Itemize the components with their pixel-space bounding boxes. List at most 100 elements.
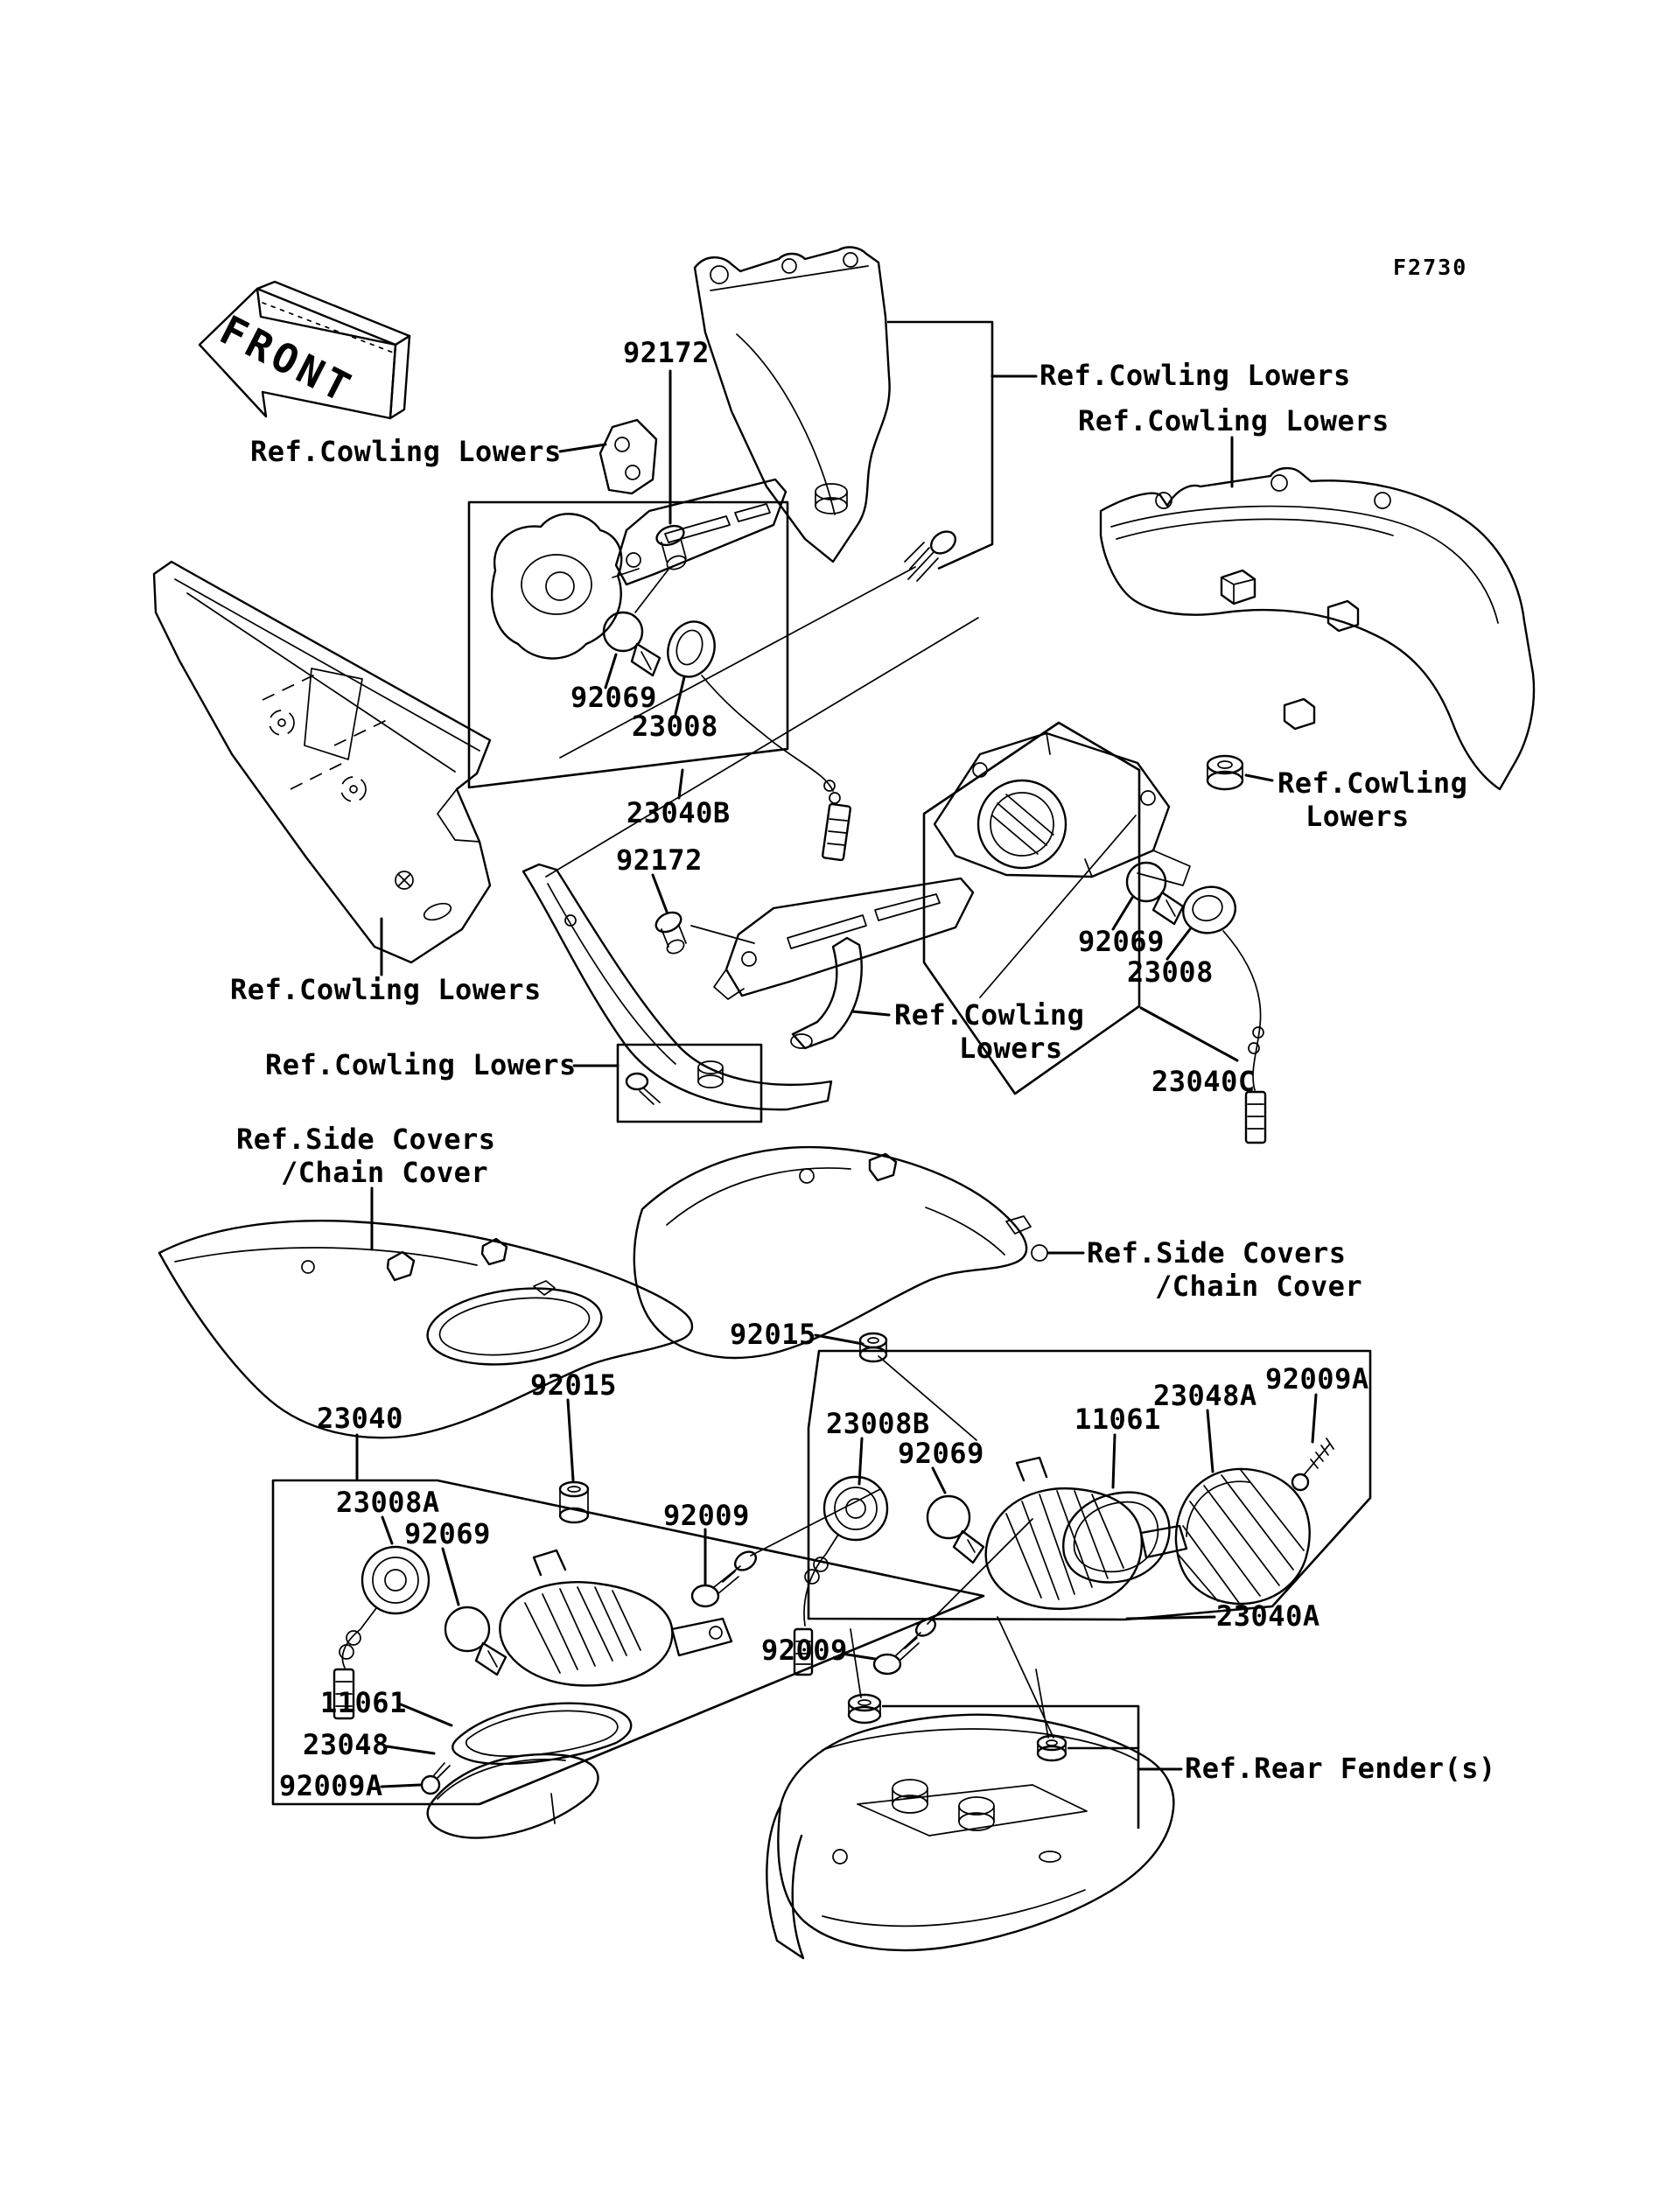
leader-23008-front-right [1167, 929, 1190, 959]
label-92069-rear-left: 92069 [404, 1517, 491, 1550]
label-ref-rear-fender: Ref.Rear Fender(s) [1185, 1752, 1496, 1785]
grommet-92015-right [860, 1333, 886, 1361]
cowling-panel-right [1101, 468, 1534, 789]
gasket-11061-right [1063, 1493, 1169, 1583]
screw-92009A-left [422, 1763, 450, 1794]
label-ref-cowling-center-line2: Lowers [959, 1032, 1063, 1065]
leader-23048 [387, 1746, 434, 1753]
grommet-rear-fender-2 [1038, 1736, 1066, 1760]
turn-signal-rear-right-housing [986, 1458, 1186, 1609]
socket-23008-front-right [1178, 881, 1265, 1143]
leader-ref-cowling-right [1246, 775, 1272, 780]
label-23008-front-left: 23008 [632, 710, 718, 743]
label-23040A: 23040A [1216, 1599, 1320, 1633]
leader-23008-front-left [676, 677, 684, 714]
label-ref-cowling-lowers-left-1: Ref.Cowling Lowers [230, 973, 542, 1006]
lens-23048A [1176, 1469, 1310, 1604]
mounting-stay-center [714, 878, 973, 999]
label-92015-center: 92015 [530, 1368, 617, 1402]
label-23040C: 23040C [1152, 1065, 1256, 1098]
leader-92069-rear-right [933, 1468, 945, 1493]
screw-92172-mid [653, 909, 686, 956]
leader-92069-rear-left [443, 1549, 458, 1605]
turn-signal-front-left-housing [492, 514, 639, 658]
leader-92069-front-right [1113, 898, 1132, 929]
cowling-panel-top-center [695, 248, 890, 562]
leader-92172-mid [653, 875, 667, 912]
turn-signal-rear-left-housing [500, 1550, 732, 1685]
label-ref-side-covers-left-2: /Chain Cover [281, 1156, 488, 1189]
label-23040: 23040 [317, 1402, 403, 1435]
label-23048: 23048 [303, 1728, 389, 1761]
lens-23048 [428, 1754, 598, 1838]
label-23008B: 23008B [826, 1407, 930, 1440]
bulb-92069-front-left [604, 612, 660, 675]
leader-11061-right [1113, 1435, 1115, 1487]
leader-23040C [1141, 1008, 1237, 1060]
socket-23008B [794, 1477, 887, 1675]
bulb-92069-rear-left [445, 1607, 506, 1675]
label-92069-rear-right: 92069 [898, 1437, 984, 1470]
label-ref-cowling-lowers-top-right-2: Ref.Cowling Lowers [1078, 404, 1390, 437]
leader-92015-center [568, 1400, 573, 1480]
label-sheet-code: F2730 [1393, 255, 1467, 280]
stay-arm-center [791, 938, 862, 1048]
bulb-92069-rear-right [928, 1496, 984, 1563]
label-11061-left: 11061 [320, 1686, 407, 1719]
label-92009A-right: 92009A [1265, 1362, 1369, 1396]
mounting-stay-top [616, 479, 786, 584]
leader-92009A-right [1312, 1395, 1316, 1442]
rear-fender [766, 1715, 1173, 1958]
callout-box-fasteners [618, 1045, 761, 1122]
callout-frame-23040C [924, 723, 1139, 1094]
leader-92015-right [816, 1335, 863, 1344]
callout-bracket-top-right [887, 322, 992, 569]
screw-92009-bottom [874, 1616, 938, 1674]
screw-92172-top [654, 522, 688, 571]
label-ref-cowling-lowers-top-right-1: Ref.Cowling Lowers [1040, 359, 1351, 392]
label-ref-cowling-right-line2: Lowers [1306, 800, 1410, 833]
leader-92009-bottom [842, 1654, 875, 1659]
label-92009-left: 92009 [663, 1499, 750, 1532]
gasket-11061-left [452, 1704, 631, 1764]
label-92172-mid: 92172 [616, 843, 703, 877]
socket-23008A [334, 1547, 429, 1718]
screw-top-center-panel [905, 527, 960, 581]
label-ref-cowling-center-line1: Ref.Cowling [894, 998, 1084, 1032]
grommet-92015-center [560, 1482, 588, 1522]
label-92069-front-left: 92069 [570, 681, 657, 714]
label-ref-side-covers-right-1: Ref.Side Covers [1087, 1236, 1346, 1270]
label-11061-right: 11061 [1074, 1403, 1161, 1436]
cowling-blade-center [523, 864, 831, 1109]
label-ref-cowling-right-line1: Ref.Cowling [1278, 766, 1467, 800]
cowling-panel-left [154, 562, 490, 962]
leader-ref-cowling-center [852, 1011, 889, 1015]
front-direction-arrow-icon: FRONT [200, 282, 410, 418]
mounting-plate-small [600, 420, 656, 493]
leader-23040A [1127, 1617, 1214, 1619]
label-92009-bottom: 92009 [761, 1634, 848, 1667]
leader-23008A [382, 1517, 392, 1543]
label-92172-top: 92172 [623, 336, 710, 369]
label-92069-front-right: 92069 [1078, 925, 1165, 958]
leader-92009A-left [382, 1785, 420, 1787]
side-cover-left [159, 1221, 692, 1438]
callout-frame-23040 [273, 1480, 984, 1804]
leader-ref-cowling-top-left [560, 444, 606, 451]
label-23008-front-right: 23008 [1127, 955, 1214, 989]
bulb-92069-front-right [1127, 863, 1183, 924]
leader-11061-left [401, 1704, 452, 1725]
label-23040B: 23040B [626, 796, 731, 829]
label-23008A: 23008A [336, 1486, 440, 1519]
label-92009A-left: 92009A [279, 1769, 383, 1802]
callout-frame-23040B [469, 502, 788, 787]
grommet-cowling-right [1208, 756, 1242, 789]
leader-92069-front-left [606, 654, 616, 688]
leader-23040B [679, 770, 682, 798]
turn-signal-front-right-stay [934, 733, 1190, 885]
label-92015-right: 92015 [730, 1318, 816, 1351]
leader-23048A [1208, 1410, 1213, 1472]
label-ref-side-covers-right-2: /Chain Cover [1155, 1270, 1362, 1303]
